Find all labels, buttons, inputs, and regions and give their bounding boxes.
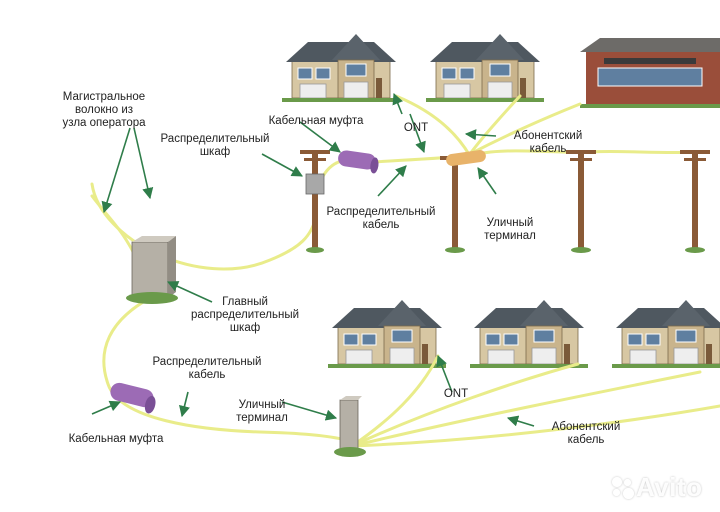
distribution-cabinet: [305, 173, 325, 195]
pole-4: [680, 150, 710, 253]
house-bottom-3: [611, 299, 720, 369]
label-main-distribution-cabinet: Главный распределительный шкаф: [190, 296, 300, 334]
splice-closure-top: [338, 150, 379, 174]
label-street-terminal-top: Уличный терминал: [484, 217, 536, 242]
label-splice-closure-bottom: Кабельная муфта: [68, 433, 164, 445]
pole-3: [566, 150, 596, 253]
label-backbone-fiber: Магистральное волокно из узла оператора: [62, 91, 146, 129]
pole-cabinet: [300, 150, 330, 253]
street-terminal-bottom: [334, 396, 366, 457]
street-terminal-top: [446, 150, 486, 166]
splice-closure-bottom: [110, 382, 156, 414]
label-subscriber-cable-bottom: Абонентский кабель: [551, 421, 621, 446]
house-top-2: [425, 33, 545, 103]
label-ont-bottom: ONT: [443, 388, 469, 400]
label-splice-closure-top: Кабельная муфта: [268, 115, 364, 127]
avito-watermark-text: Avito: [636, 472, 703, 502]
house-bottom-2: [469, 299, 589, 369]
avito-logo-icon: [612, 477, 634, 499]
house-top-3-shop: [580, 38, 720, 108]
pointer-arrows: [91, 92, 535, 427]
label-ont-top: ONT: [403, 122, 429, 134]
label-street-terminal-bottom: Уличный терминал: [236, 399, 288, 424]
houses-bottom-row: [327, 299, 720, 369]
label-subscriber-cable-top: Абонентский кабель: [513, 130, 583, 155]
label-distribution-cable-top: Распределительный кабель: [326, 206, 436, 231]
label-distribution-cabinet: Распределительный шкаф: [160, 133, 270, 158]
house-bottom-1: [327, 299, 447, 369]
label-distribution-cable-bottom: Распределительный кабель: [152, 356, 262, 381]
houses-top-row: [281, 33, 720, 108]
main-distribution-cabinet: [126, 236, 178, 304]
avito-watermark: Avito: [612, 472, 703, 503]
pole-terminal: [440, 156, 470, 253]
house-top-1: [281, 33, 401, 103]
